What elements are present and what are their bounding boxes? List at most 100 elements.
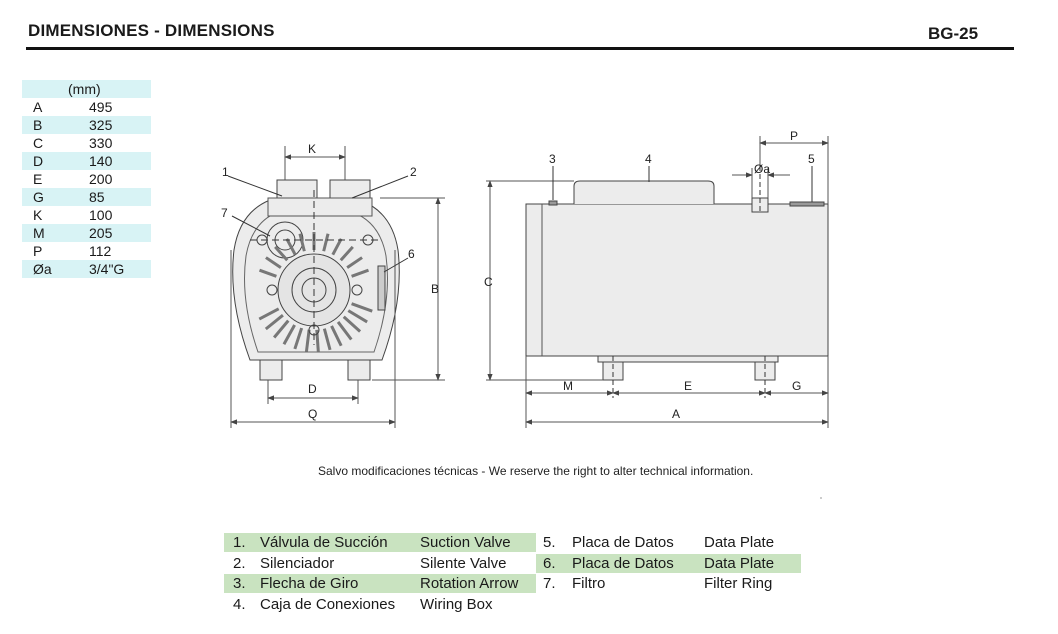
legend-item: 4. Caja de Conexiones Wiring Box bbox=[224, 595, 536, 614]
legend-item-es: Caja de Conexiones bbox=[260, 595, 396, 613]
dimension-row: P 112 bbox=[22, 242, 151, 260]
cooling-fin bbox=[342, 315, 362, 333]
legend-item-en: Silente Valve bbox=[420, 554, 507, 572]
dimension-key: D bbox=[22, 152, 89, 170]
cooling-fin bbox=[265, 256, 282, 269]
dim-label-b: B bbox=[431, 282, 439, 296]
dimension-row: A 495 bbox=[22, 98, 151, 116]
front-view-labels: K 1 2 7 6 B D Q bbox=[221, 142, 439, 421]
cooling-fin bbox=[258, 307, 280, 321]
legend-item-num: 6. bbox=[543, 554, 556, 572]
dimension-value: 200 bbox=[89, 171, 113, 187]
callout-4: 4 bbox=[645, 152, 652, 166]
cooling-fin bbox=[347, 309, 368, 324]
dimension-value: 3/4"G bbox=[89, 260, 151, 278]
cooling-fin bbox=[322, 233, 330, 252]
dimension-key: B bbox=[22, 116, 89, 134]
legend-item-num: 3. bbox=[233, 575, 246, 592]
legend-item-num: 1. bbox=[233, 534, 246, 551]
dimension-value: 100 bbox=[89, 207, 113, 223]
cooling-fin bbox=[330, 325, 343, 347]
legend-item-es: Filtro bbox=[572, 575, 606, 592]
dim-label-c: C bbox=[484, 275, 493, 289]
legend-item-es: Flecha de Giro bbox=[260, 575, 359, 592]
legend-item-es: Silenciador bbox=[260, 554, 335, 572]
legend-item-es: Placa de Datos bbox=[572, 554, 674, 572]
callout-7: 7 bbox=[221, 206, 228, 220]
legend-item: 3. Flecha de Giro Rotation Arrow bbox=[224, 574, 536, 593]
cooling-fin bbox=[274, 245, 289, 262]
legend-item-en: Data Plate bbox=[704, 554, 775, 572]
dimension-value: 325 bbox=[89, 116, 151, 134]
legend-item-en: Wiring Box bbox=[420, 595, 493, 613]
side-view bbox=[486, 136, 829, 428]
dimension-value: 205 bbox=[89, 224, 151, 242]
page-title: DIMENSIONES - DIMENSIONS bbox=[28, 21, 275, 40]
dimension-row: K 100 bbox=[22, 206, 151, 224]
dimension-key: G bbox=[22, 188, 89, 206]
dimension-row: E 200 bbox=[22, 170, 151, 188]
dimension-value: 112 bbox=[89, 243, 112, 259]
cooling-fin bbox=[272, 319, 290, 339]
header-rule bbox=[26, 47, 1014, 50]
dim-label-q: Q bbox=[308, 407, 317, 421]
legend-item-en: Data Plate bbox=[704, 534, 775, 551]
dimension-key: P bbox=[33, 243, 43, 259]
dimension-value: 330 bbox=[89, 135, 113, 151]
legend-item-num: 7. bbox=[543, 575, 556, 592]
stray-dot bbox=[820, 497, 822, 499]
legend-item-es: Placa de Datos bbox=[572, 534, 674, 551]
dim-label-m: M bbox=[563, 379, 573, 393]
dim-label-e: E bbox=[684, 379, 692, 393]
dimension-value: 495 bbox=[89, 99, 113, 115]
dim-label-a: A bbox=[672, 407, 680, 421]
dim-label-d: D bbox=[308, 382, 317, 396]
cooling-fin bbox=[264, 314, 284, 331]
cooling-fin bbox=[322, 328, 332, 351]
legend-item-num: 2. bbox=[233, 554, 246, 572]
dimension-key: C bbox=[33, 135, 44, 151]
dimensions-table-header: (mm) bbox=[22, 80, 151, 98]
dim-label-g: G bbox=[792, 379, 801, 393]
legend-item-en: Suction Valve bbox=[420, 534, 511, 551]
dimension-value: 85 bbox=[89, 188, 151, 206]
callout-1: 1 bbox=[222, 165, 229, 179]
dimension-key: K bbox=[33, 207, 43, 223]
dim-label-oa: Øa bbox=[754, 162, 770, 176]
dimension-key: E bbox=[33, 171, 43, 187]
cooling-fin bbox=[282, 324, 296, 345]
cooling-fin bbox=[336, 321, 353, 341]
dimension-row: C 330 bbox=[22, 134, 151, 152]
callout-5: 5 bbox=[808, 152, 815, 166]
dimension-key: Øa bbox=[22, 260, 89, 278]
legend-item-num: 4. bbox=[233, 595, 246, 613]
cooling-fin bbox=[346, 256, 363, 269]
legend-item-num: 5. bbox=[543, 534, 556, 551]
cooling-fin bbox=[298, 233, 306, 252]
legend-item-en: Filter Ring bbox=[704, 575, 773, 592]
legend-item-en: Rotation Arrow bbox=[420, 575, 519, 592]
dimension-value: 140 bbox=[89, 152, 151, 170]
callout-3: 3 bbox=[549, 152, 556, 166]
cooling-fin bbox=[351, 268, 370, 278]
model-code: BG-25 bbox=[928, 24, 979, 43]
dimension-key: M bbox=[22, 224, 89, 242]
dim-label-k: K bbox=[308, 142, 316, 156]
dim-label-p: P bbox=[790, 129, 798, 143]
legend-item: 2. Silenciador Silente Valve bbox=[224, 554, 536, 573]
disclaimer-note: Salvo modificaciones técnicas - We reser… bbox=[318, 464, 754, 478]
dimension-key: A bbox=[33, 99, 43, 115]
callout-6: 6 bbox=[408, 247, 415, 261]
cooling-fin bbox=[351, 302, 373, 313]
legend-item: 6. Placa de Datos Data Plate bbox=[536, 553, 801, 573]
front-view bbox=[227, 146, 445, 428]
cooling-fin bbox=[285, 238, 297, 256]
